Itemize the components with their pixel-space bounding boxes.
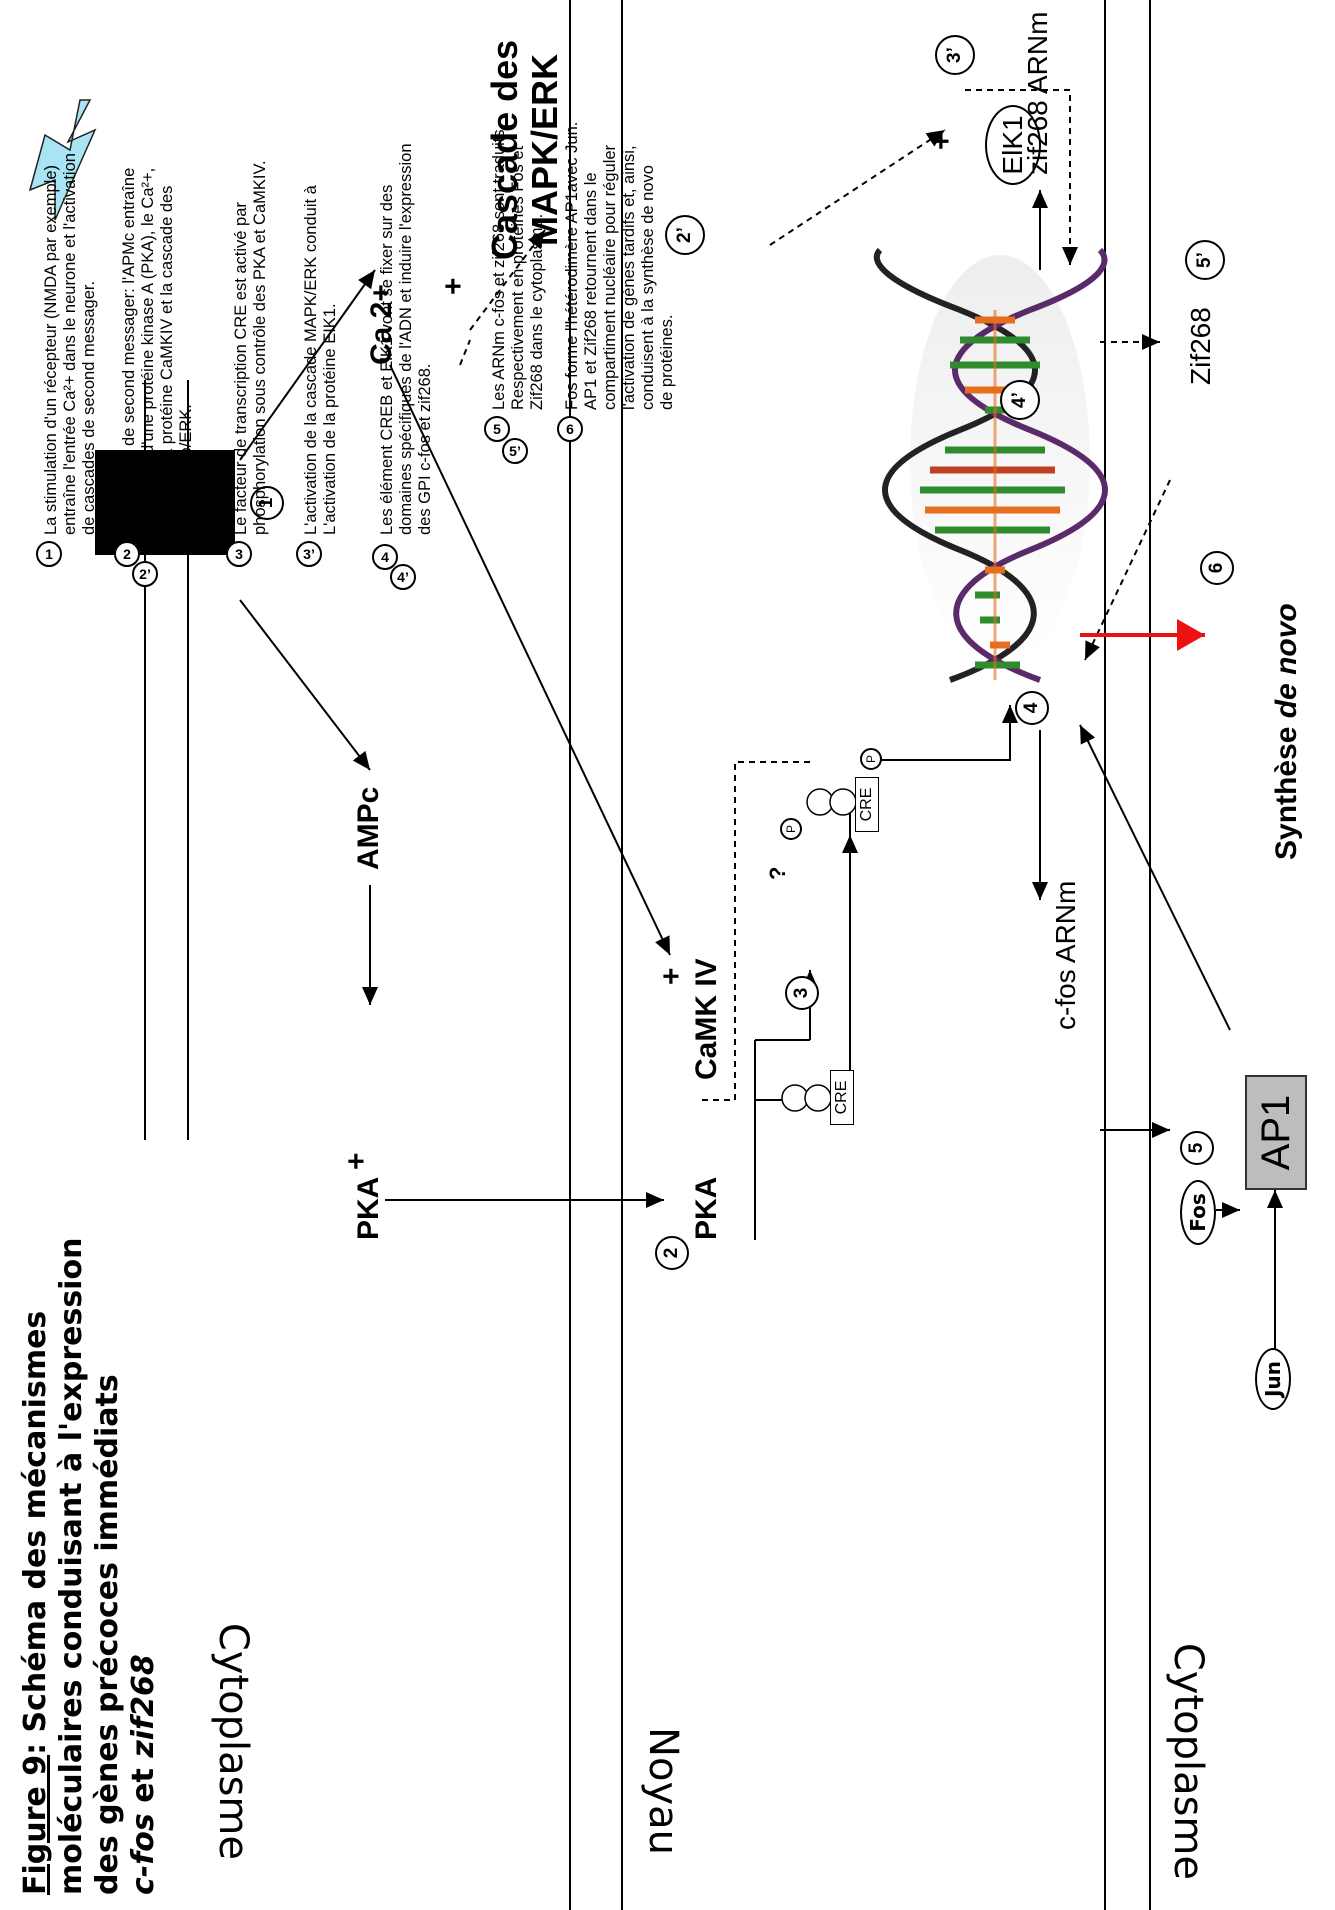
- legend-5-line-3: des GPI c-fos et zif268.: [416, 363, 434, 536]
- legend-entry-5: Les élément CREB et ElK1 vont se fixer s…: [378, 143, 435, 535]
- dna-helix-icon: [873, 247, 1108, 683]
- legend-2-line-2: l'activation d'une protéine kinase A (PK…: [139, 167, 157, 535]
- legend-3-line-1: Le facteur de transcription CRE est acti…: [232, 202, 250, 535]
- legend-marker-7-1: 6: [557, 416, 583, 442]
- legend-5-line-1: Les élément CREB et ElK1 vont se fixer s…: [378, 184, 396, 535]
- stimulus-lightning-icon: [28, 99, 97, 221]
- legend-7-line-3: compartiment nucléaire pour réguler: [601, 144, 619, 410]
- legend-1-line-1: La stimulation d'un récepteur (NMDA par …: [42, 165, 60, 535]
- legend-marker-6-2: 5’: [502, 438, 528, 464]
- legend-entry-1: La stimulation d'un récepteur (NMDA par …: [42, 153, 99, 535]
- legend-marker-3-1: 3: [226, 541, 252, 567]
- legend-4-line-1: L'activation de la cascade MAPK/ERK cond…: [302, 185, 320, 535]
- legend-6-line-2: Respectivement en protéines Fos et: [509, 145, 527, 410]
- legend-entry-2: La cascade de second messager: l'APMc en…: [120, 168, 196, 535]
- legend-entry-7: Fos forme l'hétérodimère AP1avec Jun.AP1…: [563, 122, 677, 410]
- legend-7-line-2: AP1 et Zif268 retournent dans le: [582, 172, 600, 410]
- legend-7-line-4: l'activation de gènes tardifs et, ainsi,: [620, 145, 638, 410]
- legend-6-line-3: Zif268 dans le cytoplasme.: [528, 213, 546, 410]
- legend-7-line-6: de protéines.: [658, 314, 676, 410]
- legend-marker-1-1: 1: [36, 541, 62, 567]
- legend-marker-2-2: 2’: [132, 561, 158, 587]
- legend-7-line-1: Fos forme l'hétérodimère AP1avec Jun.: [563, 121, 581, 410]
- legend-marker-4-1: 3’: [296, 541, 322, 567]
- legend-marker-6-1: 5: [484, 416, 510, 442]
- legend-entry-4: L'activation de la cascade MAPK/ERK cond…: [302, 185, 340, 535]
- legend-3-line-2: phosphorylation sous contrôle des PKA et…: [251, 160, 269, 535]
- legend-marker-2-1: 2: [114, 541, 140, 567]
- legend-marker-5-1: 4: [372, 544, 398, 570]
- receptor-block: [95, 450, 235, 555]
- legend-2-line-1: La cascade de second messager: l'APMc en…: [120, 167, 138, 535]
- legend-marker-5-2: 4’: [390, 564, 416, 590]
- legend-1-line-3: de cascades de second messager.: [80, 280, 98, 535]
- legend-5-line-2: domaines spécifiques de l'ADN et induire…: [397, 143, 415, 535]
- legend-entry-3: Le facteur de transcription CRE est acti…: [232, 160, 270, 535]
- legend-4-line-2: L'activation de la protéine EIK1.: [321, 303, 339, 535]
- legend-2-line-3: lui, active la protéine CaMKIV et la cas…: [158, 185, 176, 535]
- legend-1-line-2: entraîne l'entrée Ca²+ dans le neurone e…: [61, 153, 79, 535]
- legend-2-line-4: MAP kinase/ERK.: [177, 404, 195, 535]
- legend-6-line-1: Les ARNm c-fos et zif268 sont traduits: [490, 129, 508, 410]
- legend-7-line-5: conduisent à la synthèse de novo: [639, 165, 657, 410]
